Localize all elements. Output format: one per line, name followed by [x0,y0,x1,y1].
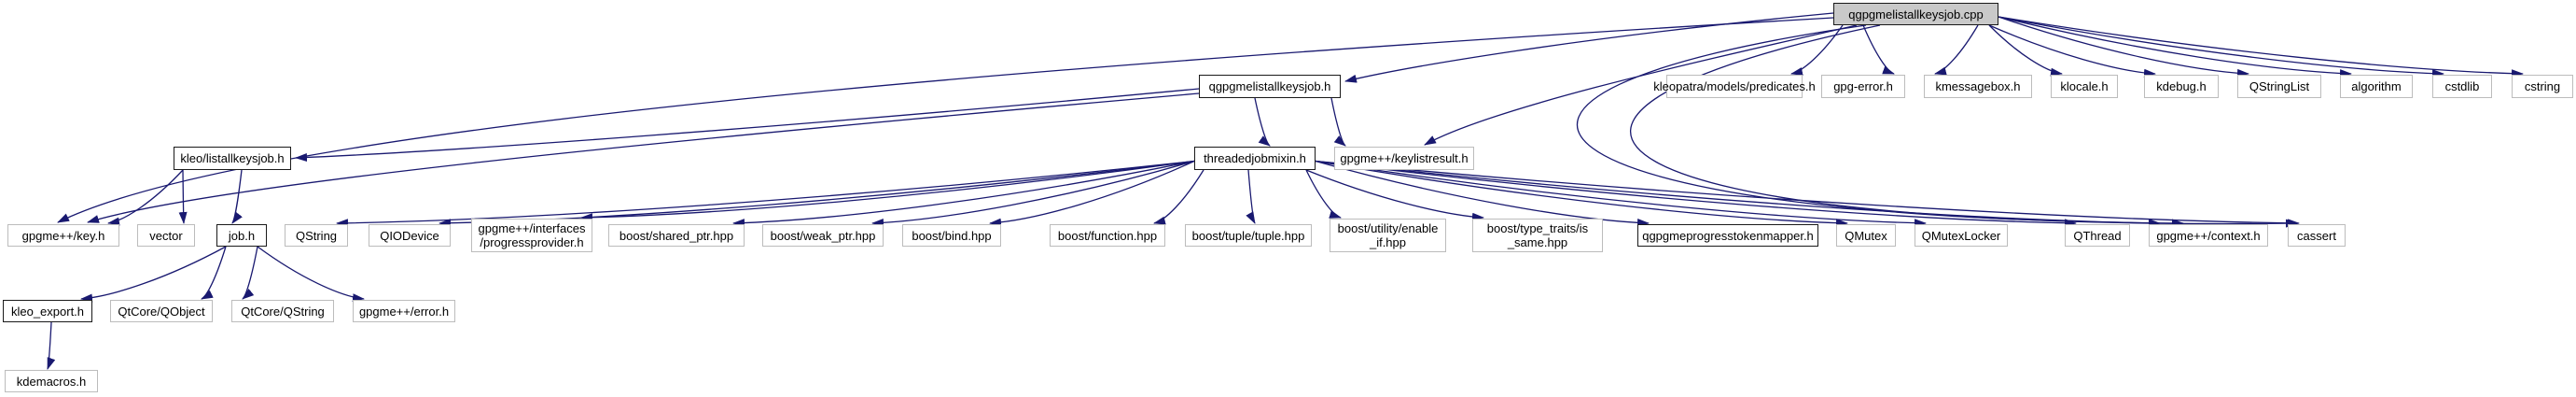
node-tuple: boost/tuple/tuple.hpp [1185,224,1312,247]
edge-cpp-kmessagebox [1934,24,1979,76]
node-kdebug: kdebug.h [2144,75,2219,98]
node-progressprovider: gpgme++/interfaces /progressprovider.h [471,219,592,252]
node-enableif: boost/utility/enable _if.hpp [1330,219,1446,252]
node-key: gpgme++/key.h [7,224,119,247]
edge-mixin-cassert [1315,160,2300,228]
node-qstring2: QtCore/QString [231,300,334,322]
edge-kleoexport-kdemacros [47,321,56,370]
node-sharedptr: boost/shared_ptr.hpp [608,224,745,247]
edge-listall-vector [178,169,188,224]
edge-cpp-algorithm [1998,16,2352,78]
node-hdr[interactable]: qgpgmelistallkeysjob.h [1199,75,1341,98]
edge-mixin-qthread [1315,160,2077,228]
edge-cpp-cstring [1998,16,2524,78]
node-issame: boost/type_traits/is _same.hpp [1472,219,1603,252]
edge-job-kleoexport [80,246,227,303]
edge-listall-key [107,169,184,226]
node-vector: vector [137,224,195,247]
node-qmutexlocker: QMutexLocker [1915,224,2008,247]
node-cpp: qgpgmelistallkeysjob.cpp [1833,3,1998,25]
edge-mixin-qmutex [1315,160,1848,228]
edge-hdr-key [87,92,1200,223]
node-function: boost/function.hpp [1050,224,1165,247]
edge-hdr-mixin [1254,97,1271,147]
node-context: gpgme++/context.h [2149,224,2268,247]
node-cassert: cassert [2288,224,2346,247]
edge-cpp-context [1577,24,2184,228]
edge-cpp-keylistresult [1424,24,1858,146]
edge-mixin-qiodevice [439,160,1195,228]
node-gpgerror: gpg-error.h [1821,75,1905,98]
edge-cpp-klocale [1988,24,2063,77]
node-qobject: QtCore/QObject [110,300,213,322]
node-qthread: QThread [2065,224,2130,247]
edge-mixin-qstring [336,160,1195,228]
edge-job-qstring2 [242,246,258,300]
node-kleoexport[interactable]: kleo_export.h [3,300,92,322]
node-cstdlib: cstdlib [2432,75,2492,98]
node-kdemacros: kdemacros.h [5,370,98,392]
edge-cpp-gpgerror [1862,24,1895,75]
edge-mixin-sharedptr [732,160,1195,228]
node-predicates: kleopatra/models/predicates.h [1653,75,1816,98]
node-bind: boost/bind.hpp [902,224,1001,247]
node-weakptr: boost/weak_ptr.hpp [762,224,884,247]
edge-mixin-function [1153,169,1204,225]
node-qstringlist: QStringList [2237,75,2321,98]
edge-mixin-qmutexlocker [1315,160,1927,228]
node-algorithm: algorithm [2340,75,2413,98]
node-qmutex: QMutex [1836,224,1896,247]
edge-mixin-tuple [1246,169,1256,224]
node-klocale: klocale.h [2051,75,2118,98]
edge-mixin-weakptr [871,160,1195,227]
edge-job-error [257,246,365,303]
edge-mixin-tokenmapper [1315,160,1650,227]
edge-cpp-kdebug [1988,24,2156,78]
node-error: gpgme++/error.h [353,300,455,322]
node-cstring: cstring [2512,75,2573,98]
node-kmessagebox: kmessagebox.h [1924,75,2032,98]
edge-hdr-listall [295,88,1200,163]
edge-cpp-key [57,17,1834,223]
node-mixin[interactable]: threadedjobmixin.h [1194,147,1316,170]
edge-listall-job [231,169,243,224]
edge-cpp-cassert [1630,24,2298,228]
node-tokenmapper[interactable]: qgpgmeprogresstokenmapper.h [1637,224,1818,247]
edge-cpp-qstringlist [1998,16,2249,78]
edge-mixin-context [1315,160,2161,228]
node-keylistresult: gpgme++/keylistresult.h [1334,147,1474,170]
edge-cpp-cstdlib [1998,16,2444,78]
node-qstring: QString [285,224,348,247]
node-qiodevice: QIODevice [369,224,451,247]
edge-mixin-issame [1305,169,1484,221]
edge-mixin-bind [989,160,1195,227]
edge-job-qobject [201,246,227,300]
edge-mixin-enableif [1305,169,1342,219]
edge-cpp-predicates [1790,24,1844,76]
node-job[interactable]: job.h [216,224,267,247]
node-listall[interactable]: kleo/listallkeysjob.h [174,147,291,170]
edge-mixin-progressprovider [580,160,1195,222]
edge-hdr-keylistresult [1330,97,1346,147]
